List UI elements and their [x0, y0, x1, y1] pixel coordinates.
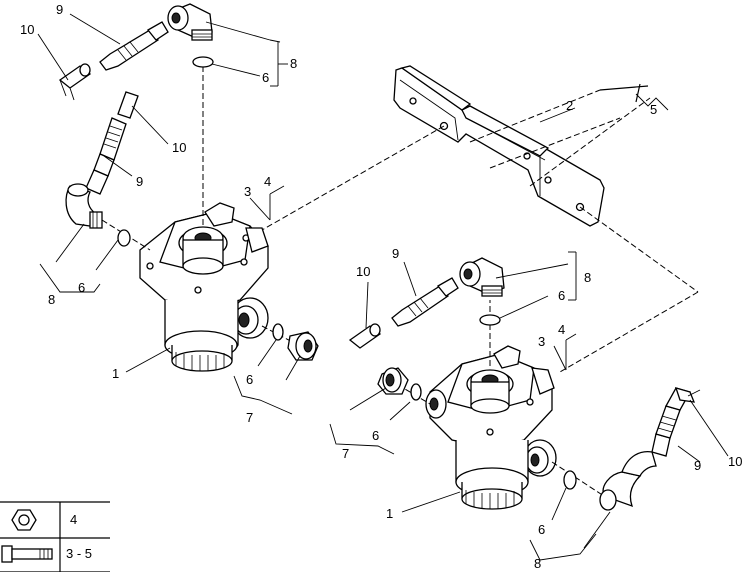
callout-3-a: 3: [244, 184, 251, 199]
bolt-icon: [1, 545, 53, 563]
callout-9-left: 9: [136, 174, 143, 189]
callout-labels: 9 10 8 6 10 9 3 4 2 5 8 6 1 6 7 10 9 8 6…: [20, 2, 742, 571]
callout-6-mid: 6: [246, 372, 253, 387]
plug-a-top: [58, 63, 92, 101]
callout-9-b-top: 9: [392, 246, 399, 261]
callout-4-b: 4: [558, 322, 565, 337]
hose-a-left: [65, 91, 139, 229]
callout-1-a: 1: [112, 366, 119, 381]
mounting-bracket: [393, 65, 605, 227]
callout-10-b-right: 10: [728, 454, 742, 469]
callout-9-b-right: 9: [694, 458, 701, 473]
callout-8-top: 8: [290, 56, 297, 71]
callout-3-b: 3: [538, 334, 545, 349]
nut-icon: [11, 509, 37, 531]
elbow-fitting-a-top: [167, 3, 213, 41]
elbow-fitting-b-top: [459, 257, 505, 297]
callout-5: 5: [650, 102, 657, 117]
callout-10-left: 10: [172, 140, 186, 155]
plug-b-side: [377, 367, 409, 395]
o-ring-a-mid: [272, 323, 284, 341]
callout-6-b-bottom: 6: [538, 522, 545, 537]
callout-8-b-bottom: 8: [534, 556, 541, 571]
callout-6-b-left: 6: [372, 428, 379, 443]
valve-b: [429, 345, 557, 510]
o-ring-a-top: [192, 56, 214, 68]
callout-6-top: 6: [262, 70, 269, 85]
plug-a-side: [287, 331, 319, 361]
valve-a: [139, 202, 269, 372]
o-ring-a-left: [117, 229, 131, 247]
callout-7-b: 7: [342, 446, 349, 461]
hose-b-right: [599, 387, 696, 511]
callout-1-b: 1: [386, 506, 393, 521]
legend-bolt-label: 3 - 5: [66, 546, 92, 561]
legend-nut-label: 4: [70, 512, 77, 527]
valve-b-left-port: [425, 389, 447, 419]
callout-8-left: 8: [48, 292, 55, 307]
callout-2: 2: [566, 98, 573, 113]
callout-9-top-left: 9: [56, 2, 63, 17]
callout-10-b-top: 10: [356, 264, 370, 279]
o-ring-b-bottom: [563, 470, 577, 490]
callout-6-left: 6: [78, 280, 85, 295]
plug-b-top: [348, 323, 382, 349]
leader-lines: [37, 13, 729, 561]
connector-b-top: [391, 277, 459, 327]
o-ring-b-left: [410, 383, 422, 401]
callout-8-b-top: 8: [584, 270, 591, 285]
o-ring-b-top: [479, 314, 501, 326]
connector-a-top: [99, 21, 169, 71]
callout-6-b-top: 6: [558, 288, 565, 303]
callout-4-a: 4: [264, 174, 271, 189]
callout-7-a: 7: [246, 410, 253, 425]
callout-10-top-left: 10: [20, 22, 34, 37]
legend-table: 4 3 - 5: [0, 501, 110, 573]
